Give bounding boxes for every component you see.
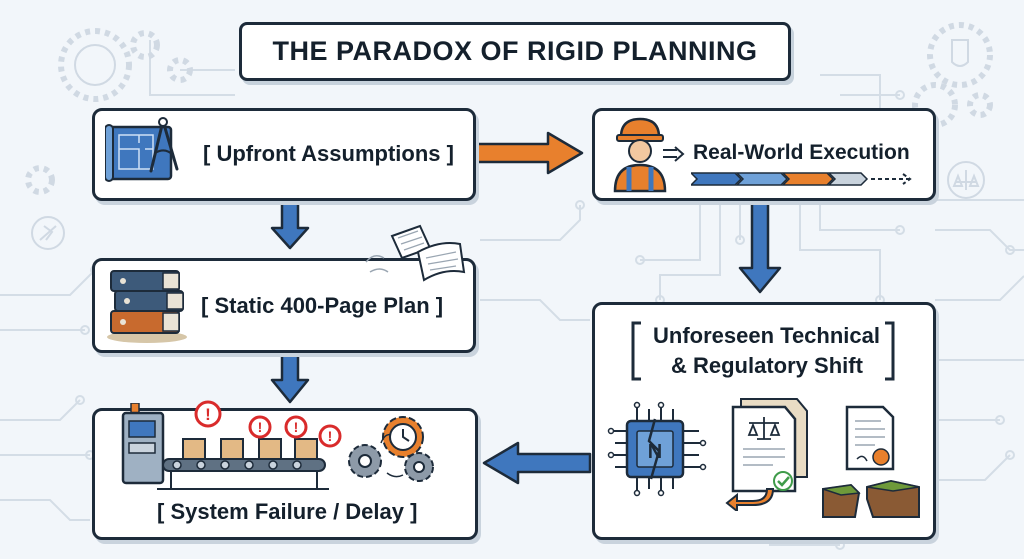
alert-icon: ! <box>318 424 342 448</box>
conveyor-machine-icon <box>121 403 329 490</box>
alert-glyph: ! <box>258 419 263 435</box>
alert-glyph: ! <box>205 405 211 424</box>
clock-gear-icon <box>382 416 424 458</box>
upfront-assumptions-label: [ Upfront Assumptions ] <box>203 141 454 166</box>
gears-icon <box>348 416 434 482</box>
shift-label-line1: Unforeseen Technical <box>653 323 880 348</box>
node-system-failure: ! ! ! ! [ System Failure / Delay ] <box>92 400 478 540</box>
alert-glyph: ! <box>328 428 333 444</box>
static-plan-label: [ Static 400-Page Plan ] <box>201 293 444 318</box>
alert-icon: ! <box>194 400 222 428</box>
diagram-title: THE PARADOX OF RIGID PLANNING <box>272 36 758 66</box>
bracket-right <box>885 321 895 381</box>
alert-icon: ! <box>284 415 308 439</box>
node-upfront-assumptions: [ Upfront Assumptions ] <box>92 108 476 201</box>
node-static-plan: [ Static 400-Page Plan ] <box>92 258 476 353</box>
shift-label-line2: & Regulatory Shift <box>671 353 863 378</box>
chip-glyph: N <box>648 441 662 463</box>
alert-icon: ! <box>248 415 272 439</box>
paper-sheets-icon <box>365 224 466 282</box>
title-banner: THE PARADOX OF RIGID PLANNING <box>239 22 791 81</box>
motion-arrow-icon <box>663 146 685 162</box>
worker-icon <box>613 117 667 193</box>
alert-glyph: ! <box>294 419 299 435</box>
legal-document-icon <box>725 398 808 511</box>
node-real-world-execution: Real-World Execution <box>592 108 936 201</box>
binders-icon <box>107 270 187 343</box>
node-unforeseen-shift: Unforeseen Technical & Regulatory Shift … <box>592 302 936 540</box>
cracked-ground-icon <box>822 479 920 518</box>
certificate-icon <box>845 405 895 471</box>
blueprint-compass-icon <box>105 117 179 182</box>
chip-icon: N <box>607 401 707 497</box>
system-failure-label: [ System Failure / Delay ] <box>157 499 418 524</box>
progress-chevrons <box>691 172 912 186</box>
bracket-left <box>631 321 641 381</box>
real-world-execution-label: Real-World Execution <box>693 141 910 164</box>
